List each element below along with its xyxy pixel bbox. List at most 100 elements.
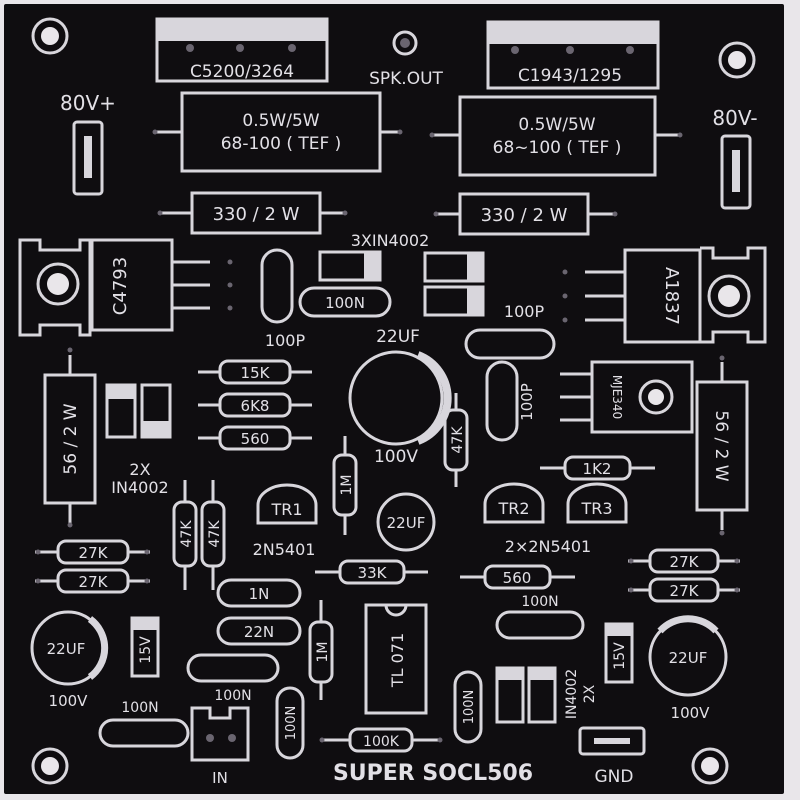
- svg-text:0.5W/5W: 0.5W/5W: [518, 115, 595, 135]
- diodes-2x-left-type: IN4002: [111, 478, 168, 497]
- svg-text:22N: 22N: [244, 623, 274, 641]
- resistor-27k-r2: 27K: [628, 577, 740, 603]
- transistor-tr3: TR3: [566, 482, 628, 524]
- svg-text:15V: 15V: [612, 642, 628, 670]
- resistor-27k-l1: 27K: [35, 539, 150, 565]
- svg-text:56 / 2 W: 56 / 2 W: [711, 410, 731, 481]
- cap-22uf-big-voltage: 100V: [374, 447, 418, 467]
- resistor-6k8: 6K8: [198, 392, 312, 418]
- transistor-c4793: C4793: [18, 238, 210, 337]
- transistor-mje340: MJE340: [560, 360, 694, 434]
- resistor-27k-l2: 27K: [35, 568, 150, 594]
- mounting-hole-bl: [31, 747, 69, 785]
- cap-22uf-big: [348, 350, 452, 446]
- cap-100n-right-label: 100N: [521, 594, 558, 610]
- q-npn-label: C5200/3264: [190, 62, 294, 82]
- svg-text:100K: 100K: [363, 734, 400, 750]
- diodes-2x-left-label: 2X: [129, 460, 150, 479]
- svg-text:27K: 27K: [670, 553, 700, 571]
- emitter-resistor-right: 0.5W/5W 68~100 ( TEF ): [432, 95, 680, 177]
- svg-text:27K: 27K: [79, 573, 109, 591]
- cap-22uf-left-voltage: 100V: [49, 692, 89, 710]
- svg-text:22UF: 22UF: [669, 649, 708, 667]
- cap-100n-vertical-1: 100N: [275, 686, 305, 760]
- svg-text:27K: 27K: [79, 544, 109, 562]
- cap-22uf-left: 22UF: [30, 610, 109, 686]
- resistor-27k-r1: 27K: [628, 548, 740, 574]
- svg-text:1N: 1N: [249, 585, 270, 603]
- resistor-15k: 15K: [198, 359, 312, 385]
- supply-minus-label: 80V-: [712, 106, 757, 130]
- diodes-2x-right-label: 2X: [582, 684, 598, 703]
- svg-text:47K: 47K: [179, 520, 195, 548]
- cap-100p-vertical-left: [260, 248, 294, 324]
- cap-100n-bottom-left: [98, 718, 190, 748]
- svg-text:TR2: TR2: [497, 499, 529, 518]
- supply-minus-terminal: [720, 134, 752, 210]
- supply-plus-label: 80V+: [60, 91, 116, 115]
- gnd-terminal: [578, 726, 646, 756]
- mounting-hole-tl: [31, 17, 69, 55]
- cap-1n: 1N: [216, 578, 302, 608]
- resistor-47k-a: 47K: [172, 480, 198, 590]
- cap-22uf-small: 22UF: [376, 492, 436, 552]
- pcb-silkscreen: C5200/3264 C1943/1295 SPK.OUT 80V+ 80V- …: [18, 17, 767, 787]
- q-2x2n5401-label: 2×2N5401: [505, 537, 591, 556]
- svg-text:100N: 100N: [325, 294, 365, 312]
- q-pnp-top: C1943/1295: [486, 20, 660, 90]
- svg-text:22UF: 22UF: [387, 514, 426, 532]
- svg-text:1M: 1M: [315, 642, 331, 663]
- svg-text:56 / 2 W: 56 / 2 W: [61, 403, 81, 474]
- ic-tl071: TL 071: [364, 603, 428, 715]
- cap-100p-vertical: 100P: [485, 360, 536, 442]
- diodes-3x-label: 3XIN4002: [351, 231, 430, 250]
- emitter-resistor-left: 0.5W/5W 68-100 ( TEF ): [155, 91, 400, 173]
- zener-15v-left: 15V: [130, 616, 160, 678]
- svg-text:560: 560: [503, 569, 532, 587]
- svg-text:100P: 100P: [518, 383, 536, 421]
- pcb-board: C5200/3264 C1943/1295 SPK.OUT 80V+ 80V- …: [4, 4, 784, 794]
- resistor-1k2: 1K2: [540, 455, 655, 481]
- svg-text:SPK.OUT: SPK.OUT: [369, 69, 443, 89]
- diode-d1: [318, 250, 382, 282]
- cap-100n-bottom-left-label: 100N: [121, 700, 158, 716]
- svg-text:68~100 ( TEF ): 68~100 ( TEF ): [493, 138, 622, 158]
- resistor-56-left: 56 / 2 W: [43, 355, 97, 523]
- input-connector: [190, 706, 250, 762]
- svg-text:MJE340: MJE340: [610, 375, 624, 419]
- input-label: IN: [212, 769, 228, 787]
- q-npn-top: C5200/3264: [155, 17, 329, 83]
- cap-100n-right: [495, 610, 585, 640]
- svg-text:100N: 100N: [462, 690, 477, 725]
- svg-text:TL 071: TL 071: [388, 633, 407, 688]
- svg-text:15V: 15V: [138, 636, 154, 664]
- resistor-330-right: 330 / 2 W: [436, 192, 615, 236]
- q-2n5401-label: 2N5401: [253, 540, 316, 559]
- svg-text:TR3: TR3: [580, 499, 612, 518]
- resistor-330-left: 330 / 2 W: [160, 191, 345, 235]
- resistor-33k: 33K: [315, 559, 428, 585]
- cap-22uf-right: 22UF: [648, 615, 728, 697]
- svg-text:0.5W/5W: 0.5W/5W: [242, 111, 319, 131]
- svg-text:560: 560: [241, 430, 270, 448]
- cap-100p-right: [464, 328, 556, 360]
- cap-100p-left-label: 100P: [265, 331, 306, 350]
- cap-100n-vertical-2: 100N: [453, 670, 483, 744]
- cap-100n-mid: 100N: [298, 286, 392, 318]
- supply-plus-terminal: [72, 120, 104, 196]
- cap-100p-right-label: 100P: [504, 302, 545, 321]
- diodes-2x-right-type: IN4002: [564, 669, 580, 719]
- diode-d2: [423, 251, 485, 283]
- resistor-560-top: 560: [198, 425, 312, 451]
- cap-22uf-right-voltage: 100V: [671, 704, 711, 722]
- cap-22n: 22N: [216, 616, 302, 646]
- svg-text:TR1: TR1: [270, 500, 302, 519]
- svg-text:15K: 15K: [241, 364, 271, 382]
- via-pads: [35, 129, 740, 743]
- svg-text:100N: 100N: [284, 706, 299, 741]
- svg-text:27K: 27K: [670, 582, 700, 600]
- svg-text:1K2: 1K2: [583, 460, 612, 478]
- mounting-hole-br: [691, 747, 729, 785]
- speaker-output-pad: SPK.OUT: [369, 30, 444, 89]
- svg-text:1M: 1M: [339, 475, 355, 496]
